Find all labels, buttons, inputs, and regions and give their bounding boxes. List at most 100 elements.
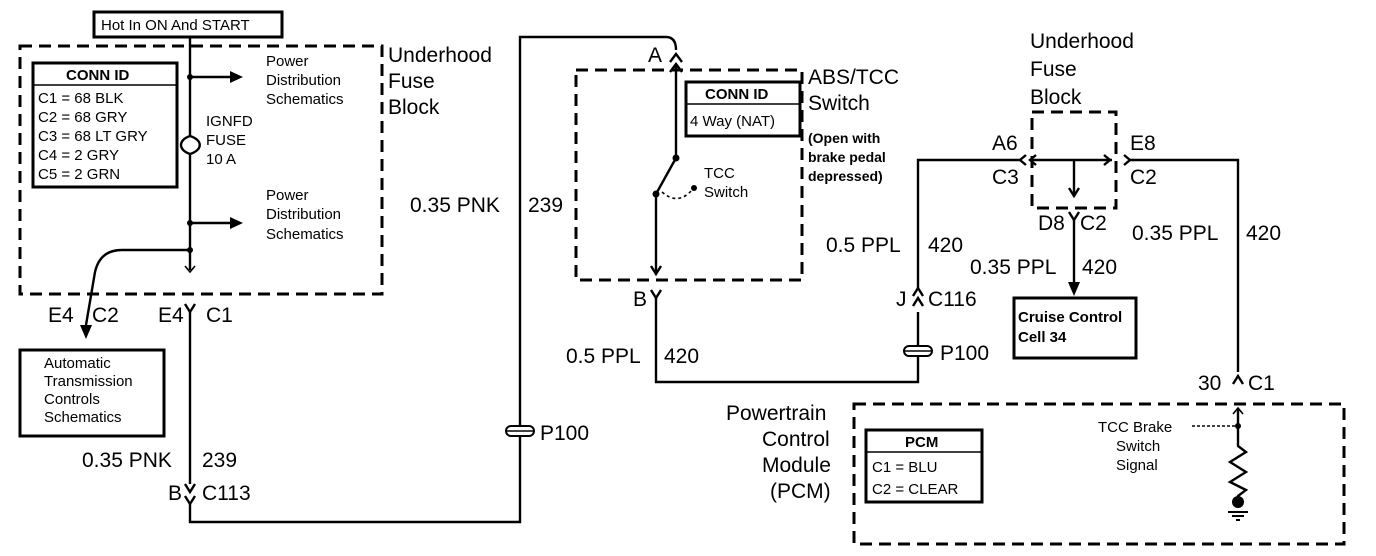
right-pin-e8: E8 — [1130, 132, 1156, 155]
hot-in-label-group: Hot In ON And START — [92, 10, 284, 39]
fuse-block-right-title-3: Block — [1030, 86, 1082, 109]
splice-dot — [1235, 423, 1241, 429]
c116-name: C116 — [928, 288, 977, 311]
hot-in-box — [92, 10, 284, 39]
splice-p100-left-icon — [505, 425, 535, 437]
fuse-bus-wire — [179, 60, 192, 270]
pcm-id-title: PCM — [905, 434, 938, 451]
pcm-outline — [852, 402, 1346, 546]
fuse-block-right-title-1: Underhood — [1030, 30, 1134, 53]
abs-switch-title-2: Switch — [808, 92, 870, 115]
abs-switch-note-3: depressed) — [808, 168, 883, 184]
wire-420-right-circuit: 420 — [1246, 222, 1281, 245]
pcm-title-3: Module — [762, 454, 831, 477]
arrow-down-icon — [80, 325, 92, 339]
wire-420-mid-circuit: 420 — [928, 234, 963, 257]
wire-239-lower-gauge: 0.35 PNK — [82, 449, 172, 472]
pcm-id-row: C2 = CLEAR — [872, 481, 958, 498]
term-c2-conn: C2 — [92, 304, 119, 327]
pcm-id-table: PCM C1 = BLU C2 = CLEAR — [864, 428, 984, 504]
c116-pin: J — [896, 288, 907, 311]
abs-switch-note-1: (Open with — [808, 130, 880, 146]
fuse-label-3: 10 A — [206, 151, 236, 168]
tcc-switch-label-1: TCC — [704, 165, 735, 182]
pds-top-label-1: Power — [266, 53, 309, 70]
right-conn-c3: C3 — [992, 166, 1019, 189]
pcm-title-1: Powertrain — [726, 402, 826, 425]
fuse-block-right-title-2: Fuse — [1030, 58, 1077, 81]
arrow-down-icon — [184, 265, 196, 274]
connector-arrow-icon — [1103, 154, 1112, 166]
switch-actuator — [661, 189, 693, 200]
pull-down-resistor-icon — [1227, 436, 1249, 500]
right-pin-d8: D8 — [1038, 212, 1065, 235]
connector-arrow-icon — [183, 495, 197, 507]
connector-arrow-icon — [1123, 154, 1132, 166]
atc-label-4: Schematics — [44, 409, 122, 426]
wire-239-mid-circuit: 239 — [528, 194, 563, 217]
atc-label-1: Automatic — [44, 355, 111, 372]
wire-239-lower-circuit: 239 — [202, 449, 237, 472]
arrow-right-icon — [230, 71, 243, 83]
connector-arrow-icon — [669, 52, 683, 63]
wire-420-mid-gauge: 0.5 PPL — [826, 234, 901, 257]
pcm-signal-label-3: Signal — [1116, 457, 1158, 474]
wire-420-right — [1130, 158, 1240, 372]
term-e4-pin: E4 — [158, 304, 184, 327]
arrow-down-icon — [1067, 187, 1081, 199]
abs-pin-a: A — [648, 44, 662, 67]
connector-y-icon — [649, 289, 663, 301]
pds-bottom-label-2: Distribution — [266, 206, 341, 223]
abs-conn-id-table: CONN ID 4 Way (NAT) — [684, 80, 802, 138]
atc-label-3: Controls — [44, 391, 100, 408]
pcm-signal-label-2: Switch — [1116, 438, 1160, 455]
fuse-conn-id-row: C4 = 2 GRY — [38, 147, 119, 164]
fuse-conn-id-table: CONN ID C1 = 68 BLK C2 = 68 GRY C3 = 68 … — [31, 61, 179, 189]
fuse-conn-id-row: C3 = 68 LT GRY — [38, 128, 148, 145]
splice-p100-left-label: P100 — [540, 422, 589, 445]
connector-arrow-icon — [1018, 154, 1027, 166]
tcc-switch-label-2: Switch — [704, 184, 748, 201]
abs-switch-title-1: ABS/TCC — [808, 66, 899, 89]
connector-y-icon — [1067, 211, 1081, 223]
wire-420-cruise-gauge: 0.35 PPL — [970, 256, 1056, 279]
arrow-down-icon — [649, 265, 663, 277]
abs-switch-outline — [574, 68, 804, 282]
wire-420-bottom-circuit: 420 — [664, 345, 699, 368]
atc-branch-wire — [84, 248, 190, 326]
fuse-conn-id-row: C2 = 68 GRY — [38, 109, 127, 126]
connector-arrow-icon — [911, 295, 925, 307]
term-c1-conn: C1 — [206, 304, 233, 327]
right-conn-c2: C2 — [1130, 166, 1157, 189]
fuse-conn-id-title: CONN ID — [66, 67, 130, 84]
fuse-block-left-title-1: Underhood — [388, 44, 492, 67]
wire-420-bottom — [654, 298, 920, 384]
arrow-down-icon — [1068, 282, 1080, 296]
pcm-id-row: C1 = BLU — [872, 459, 937, 476]
wire-420-cruise-circuit: 420 — [1082, 256, 1117, 279]
connector-arrow-icon — [183, 483, 197, 495]
pds-bottom-label-1: Power — [266, 187, 309, 204]
cruise-label-1: Cruise Control — [1018, 309, 1122, 326]
pcm-signal-label-1: TCC Brake — [1098, 419, 1172, 436]
fuse-label-1: IGNFD — [206, 113, 253, 130]
connector-arrow-icon — [1231, 373, 1245, 385]
fuse-block-left-outline — [18, 44, 384, 296]
pds-top-label-2: Distribution — [266, 72, 341, 89]
arrow-right-icon — [230, 217, 243, 229]
term-e4-pin: E4 — [48, 304, 74, 327]
splice-p100-right-label: P100 — [940, 342, 989, 365]
fuse-block-left-title-2: Fuse — [388, 70, 435, 93]
fuse-block-left-title-3: Block — [388, 96, 440, 119]
abs-pin-b: B — [633, 288, 647, 311]
c113-name: C113 — [202, 482, 251, 505]
ground-contact — [1232, 496, 1244, 508]
wire-239-mid-gauge: 0.35 PNK — [410, 194, 500, 217]
fuse-label-2: FUSE — [206, 132, 246, 149]
abs-conn-id-title: CONN ID — [705, 86, 769, 103]
pcm-term-conn: C1 — [1248, 372, 1275, 395]
pds-top-label-3: Schematics — [266, 91, 344, 108]
wire-420-right-gauge: 0.35 PPL — [1132, 222, 1218, 245]
splice-p100-right-icon — [903, 345, 933, 357]
